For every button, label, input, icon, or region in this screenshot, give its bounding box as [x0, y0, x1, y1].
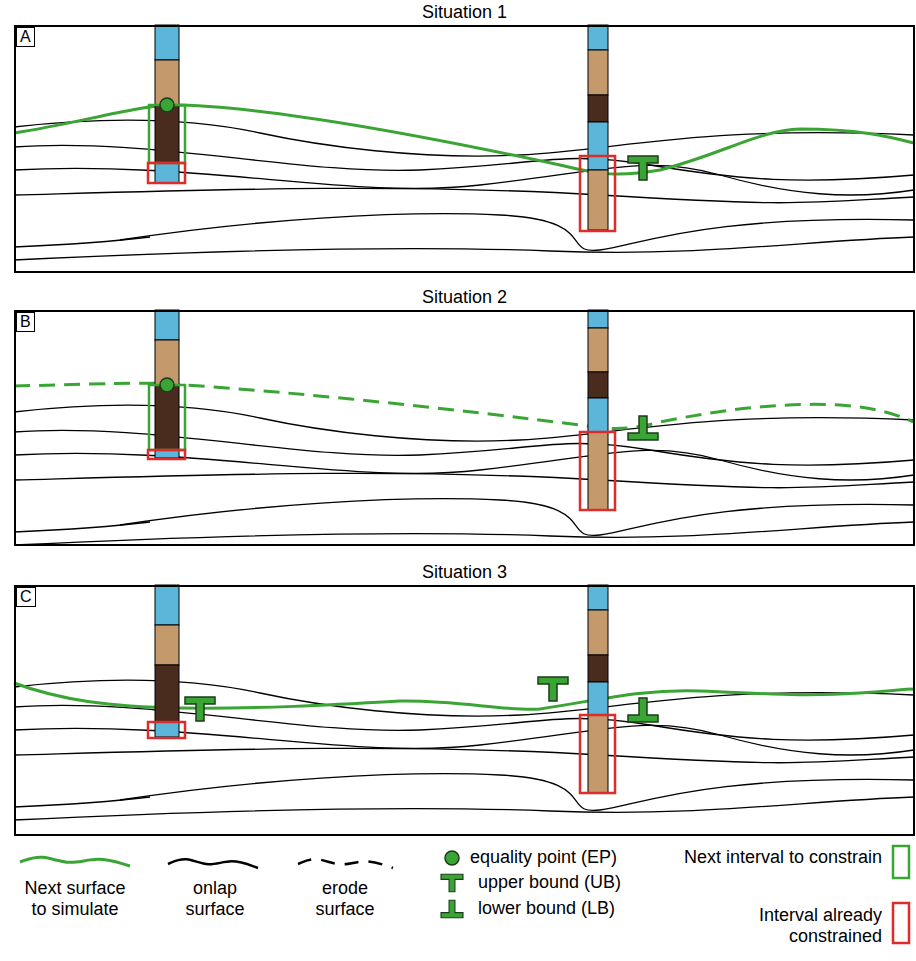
situation-panel: Situation 3C [14, 585, 915, 836]
legend-swatch [441, 900, 463, 918]
legend-swatch [893, 846, 909, 878]
legend-label: upper bound (UB) [478, 872, 678, 893]
panel-letter: A [16, 27, 35, 47]
panel-title: Situation 1 [16, 2, 913, 23]
legend-label: lower bound (LB) [478, 898, 678, 919]
legend-swatch [441, 874, 463, 892]
panel-title: Situation 2 [16, 287, 913, 308]
legend-swatch [168, 859, 258, 868]
panel-b-art [14, 310, 914, 545]
legend-label: equality point (EP) [470, 847, 670, 868]
legend-swatch [20, 857, 130, 866]
legend-label: erode surface [300, 878, 390, 920]
legend-swatch [298, 859, 393, 868]
legend-label: Next interval to constrain [682, 847, 882, 868]
legend-label: onlap surface [170, 878, 260, 920]
panel-a-art [14, 25, 914, 260]
situation-panel: Situation 1A [14, 25, 915, 273]
legend-label: Interval already constrained [682, 905, 882, 947]
legend-swatch [893, 903, 909, 943]
situation-panel: Situation 2B [14, 310, 915, 546]
legend-label: Next surface to simulate [15, 878, 135, 920]
panel-c-art [14, 585, 914, 820]
panel-letter: B [16, 312, 35, 332]
panel-letter: C [16, 587, 36, 607]
panel-title: Situation 3 [16, 562, 913, 583]
legend-swatch [445, 851, 459, 865]
